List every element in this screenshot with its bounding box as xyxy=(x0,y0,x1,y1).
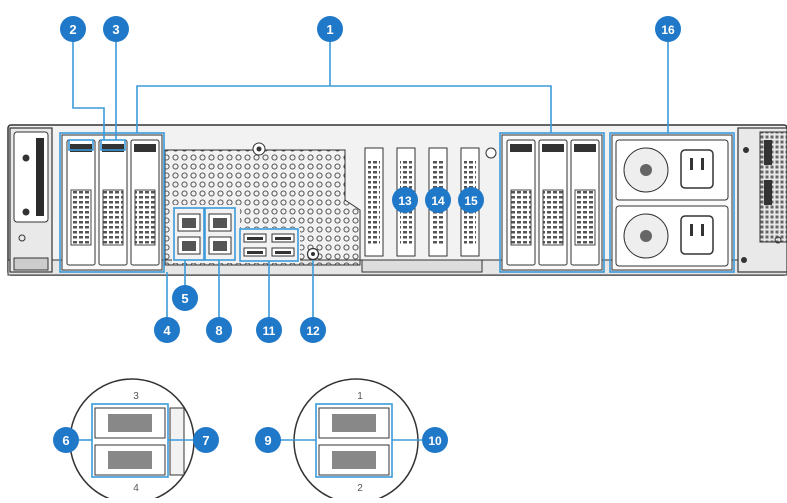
callout-5-label: 5 xyxy=(181,291,188,306)
callout-9: 9 xyxy=(255,427,281,453)
left-rack-ear xyxy=(9,127,53,273)
reset-button xyxy=(306,247,320,261)
right-drive-bays xyxy=(501,134,603,271)
honeycomb-vent xyxy=(164,142,361,266)
callout-11: 11 xyxy=(256,317,282,343)
callout-16-label: 16 xyxy=(661,23,675,37)
callout-7-label: 7 xyxy=(202,433,209,448)
callout-12: 12 xyxy=(300,317,326,343)
callout-3: 3 xyxy=(103,16,129,42)
leader-lines xyxy=(72,38,669,318)
callout-6-label: 6 xyxy=(62,433,69,448)
callout-4: 4 xyxy=(154,317,180,343)
callout-4-label: 4 xyxy=(163,323,171,338)
callout-15-label: 15 xyxy=(464,194,478,208)
callout-6: 6 xyxy=(53,427,79,453)
callout-14-label: 14 xyxy=(431,194,445,208)
power-supplies xyxy=(611,134,733,271)
callout-12-label: 12 xyxy=(306,324,320,338)
right-rack-ear xyxy=(737,127,787,273)
detail-zoom-left: 3 4 xyxy=(69,378,195,503)
port-label-right-top: 1 xyxy=(357,391,363,402)
port-label-right-bottom: 2 xyxy=(357,483,363,494)
callout-14: 14 xyxy=(425,187,451,213)
highlight-outlines xyxy=(59,132,735,273)
callout-2-label: 2 xyxy=(69,22,76,37)
callout-15: 15 xyxy=(458,187,484,213)
callout-10-label: 10 xyxy=(428,434,442,448)
callout-2: 2 xyxy=(60,16,86,42)
callout-13: 13 xyxy=(392,187,418,213)
port-label-left-bottom: 4 xyxy=(133,483,139,494)
callout-16: 16 xyxy=(655,16,681,42)
callout-5: 5 xyxy=(172,285,198,311)
callout-7: 7 xyxy=(193,427,219,453)
ethernet-ports xyxy=(177,213,232,255)
callout-1-label: 1 xyxy=(326,22,333,37)
port-label-left-top: 3 xyxy=(133,391,139,402)
callout-8-label: 8 xyxy=(215,323,222,338)
callout-11-label: 11 xyxy=(263,324,276,338)
detail-zoom-right: 1 2 xyxy=(293,378,419,503)
usb-ports xyxy=(243,233,295,257)
callout-10: 10 xyxy=(422,427,448,453)
callout-badges: 1 2 3 4 5 6 7 8 9 10 11 12 13 14 15 16 xyxy=(53,16,681,453)
callout-1: 1 xyxy=(317,16,343,42)
callout-3-label: 3 xyxy=(112,22,119,37)
left-drive-bays xyxy=(61,134,163,271)
callout-8: 8 xyxy=(206,317,232,343)
callout-13-label: 13 xyxy=(398,194,412,208)
callout-9-label: 9 xyxy=(264,433,271,448)
